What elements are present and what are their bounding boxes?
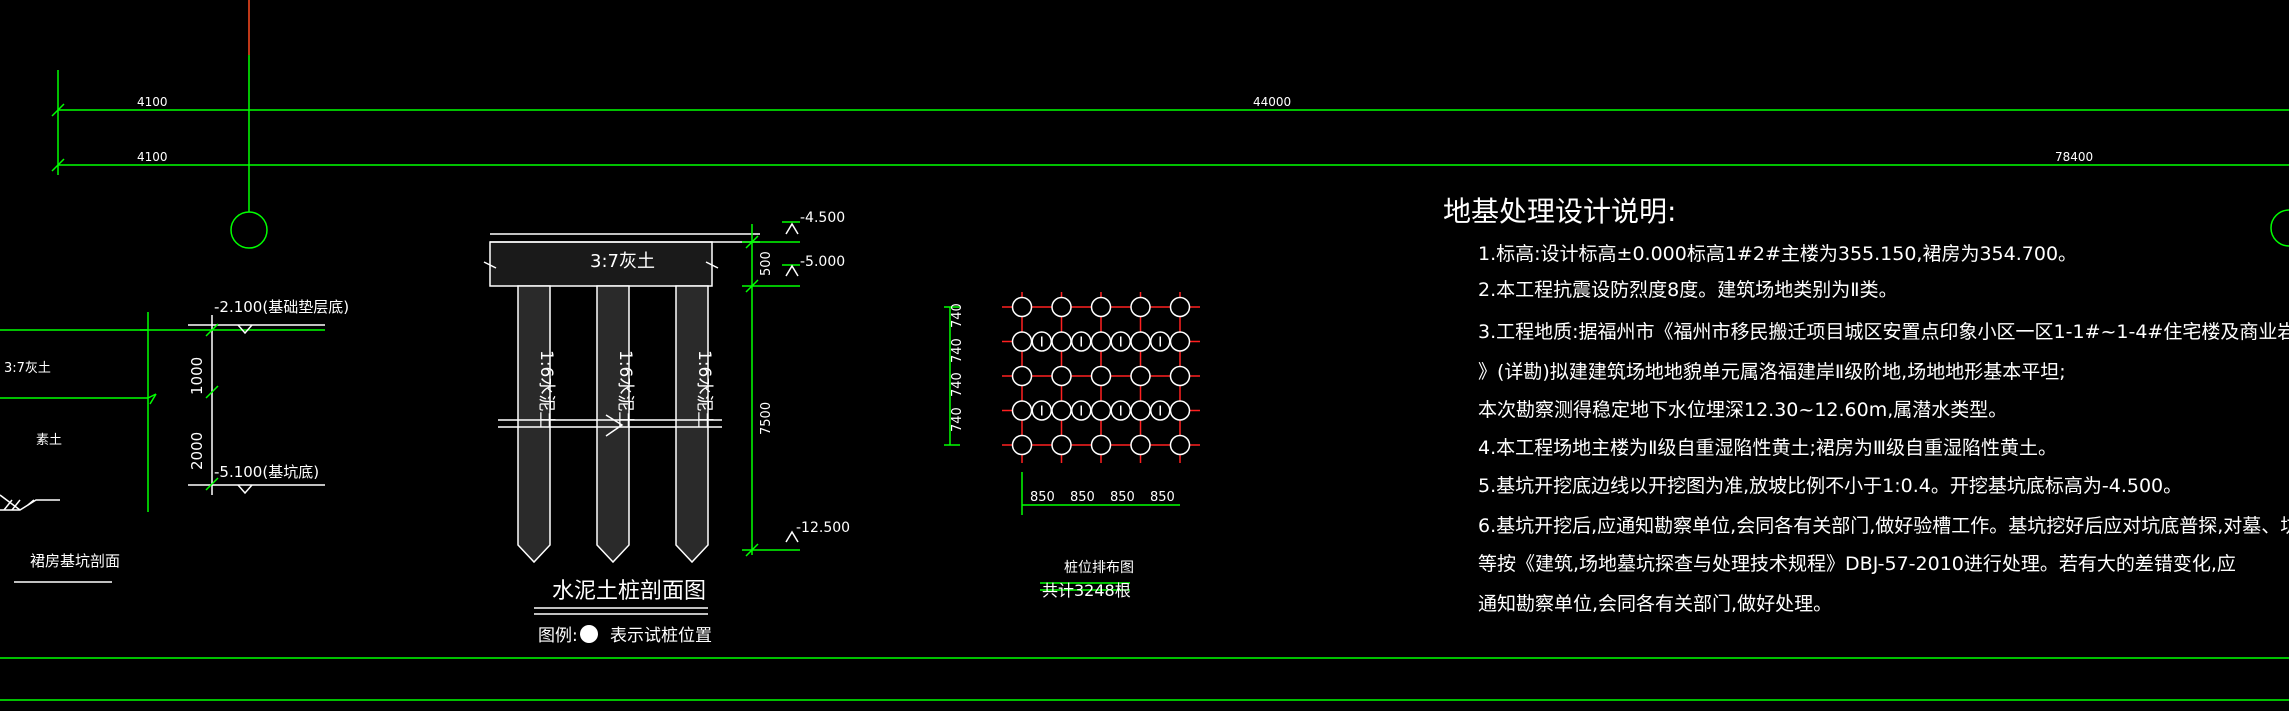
pile-spacing-x-1: 850: [1030, 490, 1055, 505]
pile-circle: [1011, 434, 1033, 456]
dim-second-4100: 4100: [137, 150, 168, 164]
pile-circle: [1011, 365, 1033, 387]
pile-circle: [1090, 400, 1112, 421]
pile-circle: [1169, 434, 1191, 456]
pile-spacing-x-3: 850: [1110, 490, 1135, 505]
pile-elev-2: -5.000: [800, 254, 845, 270]
pile-circle: [1130, 296, 1151, 318]
pile-circle: [1011, 400, 1033, 421]
elev-top-label: -2.100(基础垫层底): [214, 298, 349, 316]
pile-spacing-x-2: 850: [1070, 490, 1095, 505]
dim-top-44000: 44000: [1253, 95, 1291, 109]
pile-dim-500: 500: [759, 251, 774, 276]
pile-circle: [1169, 365, 1191, 387]
pile-circle: [1051, 434, 1072, 456]
cement-pile-3: [675, 285, 709, 564]
layer-label-plain-soil: 素土: [36, 433, 62, 448]
pile-cap-label: 3:7灰土: [590, 251, 655, 272]
pile-circle: [1051, 296, 1072, 318]
pile-section-caption: 水泥土桩剖面图: [552, 579, 706, 604]
pile-elev-3: -12.500: [796, 520, 850, 536]
podium-pit-section: [0, 312, 325, 583]
pile-section-drawing: [483, 221, 800, 643]
layer-label-lime-soil: 3:7灰土: [4, 361, 51, 376]
pile-spacing-x-4: 850: [1150, 490, 1175, 505]
elev-bottom-label: -5.100(基坑底): [214, 463, 319, 481]
pile-circle: [1011, 296, 1033, 318]
dim-second-78400: 78400: [2055, 150, 2093, 164]
note-line-4: 》(详勘)拟建建筑场地地貌单元属洛福建岸Ⅱ级阶地,场地地形基本平坦;: [1478, 361, 2066, 383]
cement-pile-2: [596, 285, 630, 564]
pile-circle: [1011, 331, 1033, 352]
note-line-5: 本次勘察测得稳定地下水位埋深12.30~12.60m,属潜水类型。: [1478, 399, 2007, 421]
pile-circle: [1090, 331, 1112, 352]
legend-prefix: 图例:: [538, 626, 578, 646]
pile-circle: [1169, 400, 1191, 421]
pile-circle: [1130, 434, 1151, 456]
pile-circle: [1169, 296, 1191, 318]
note-line-1: 1.标高:设计标高±0.000标高1#2#主楼为355.150,裙房为354.7…: [1478, 243, 2077, 265]
dim-top-4100: 4100: [137, 95, 168, 109]
cement-pile-1: [517, 285, 551, 564]
pile-label-2: 1:6水泥土: [615, 350, 635, 428]
note-line-3: 3.工程地质:据福州市《福州市移民搬迁项目城区安置点印象小区一区1-1#~1-4…: [1478, 321, 2289, 343]
top-dimension-lines: [51, 0, 2289, 249]
pile-layout-dimensions: [944, 306, 1180, 591]
pile-circle: [1130, 365, 1151, 387]
note-line-2: 2.本工程抗震设防烈度8度。建筑场地类别为Ⅱ类。: [1478, 279, 1898, 301]
dim-1000: 1000: [188, 357, 206, 395]
pile-circle: [1090, 365, 1112, 387]
pile-spacing-y-4: 740: [950, 407, 965, 432]
pile-circle: [1051, 365, 1072, 387]
dim-2000: 2000: [188, 432, 206, 470]
pile-label-1: 1:6水泥土: [536, 350, 556, 428]
pile-spacing-y-3: 740: [950, 372, 965, 397]
pile-circle: [1051, 400, 1072, 421]
pile-circle: [1130, 400, 1151, 421]
pile-circle: [1090, 296, 1112, 318]
note-line-10: 通知勘察单位,会同各有关部门,做好处理。: [1478, 593, 1832, 615]
pile-label-3: 1:6水泥土: [694, 350, 714, 428]
pile-layout-caption: 桩位排布图: [1064, 559, 1134, 576]
note-line-7: 5.基坑开挖底边线以开挖图为准,放坡比例不小于1:0.4。开挖基坑底标高为-4.…: [1478, 475, 2182, 497]
pile-elev-1: -4.500: [800, 210, 845, 226]
pile-spacing-y-2: 740: [950, 338, 965, 363]
pile-layout-grid: [1002, 292, 1200, 463]
pile-circle: [1090, 434, 1112, 456]
pile-spacing-y-1: 740: [950, 303, 965, 328]
note-line-8: 6.基坑开挖后,应通知勘察单位,会同各有关部门,做好验槽工作。基坑挖好后应对坑底…: [1478, 515, 2289, 537]
pile-circle: [1130, 331, 1151, 352]
pile-count-text: 共计3248根: [1042, 581, 1131, 600]
podium-section-caption: 裙房基坑剖面: [30, 552, 120, 570]
legend-text: 表示试桩位置: [610, 626, 712, 646]
pile-dim-7500: 7500: [759, 402, 774, 435]
pile-circle: [1051, 331, 1072, 352]
note-line-9: 等按《建筑,场地墓坑探查与处理技术规程》DBJ-57-2010进行处理。若有大的…: [1478, 553, 2236, 575]
pile-circle: [1169, 331, 1191, 352]
test-pile-legend-marker: [580, 625, 598, 643]
notes-title: 地基处理设计说明:: [1443, 195, 1676, 228]
note-line-6: 4.本工程场地主楼为Ⅱ级自重湿陷性黄土;裙房为Ⅲ级自重湿陷性黄土。: [1478, 437, 2057, 459]
